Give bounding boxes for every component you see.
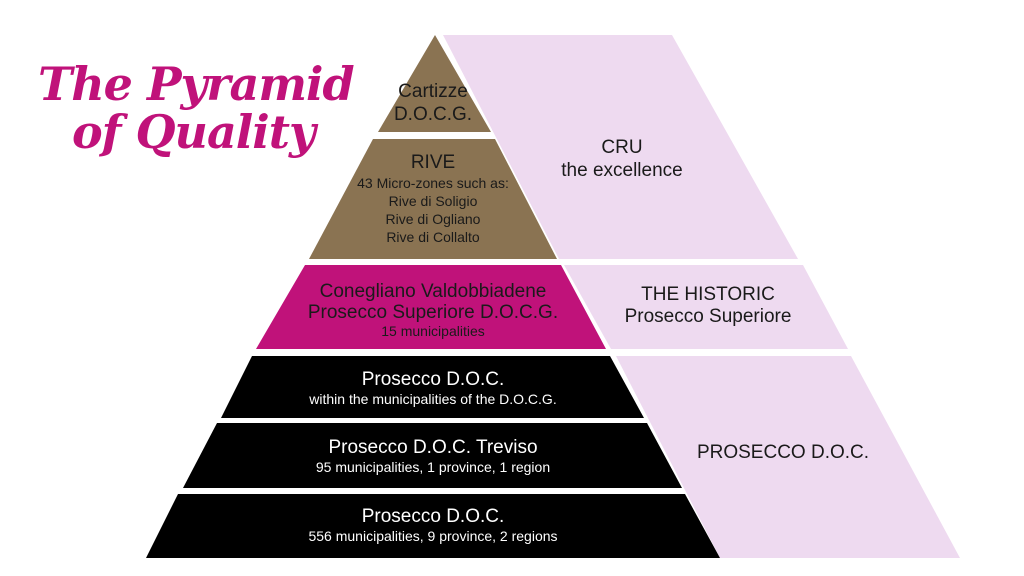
rive-line-1: 43 Micro-zones such as: xyxy=(357,175,509,191)
side-panel-historic xyxy=(564,265,848,349)
docg-line-2: Prosecco Superiore D.O.C.G. xyxy=(308,302,558,323)
doc-side-label: PROSECCO D.O.C. xyxy=(697,442,869,463)
level-docg xyxy=(256,265,606,349)
rive-line-4: Rive di Collalto xyxy=(386,229,480,245)
doc-sub: 556 municipalities, 9 province, 2 region… xyxy=(308,528,557,544)
cartizze-line-2: D.O.C.G. xyxy=(394,104,472,125)
cru-label-line-1: CRU xyxy=(601,137,642,158)
level-doc-docg xyxy=(221,356,644,418)
cru-label-line-2: the excellence xyxy=(561,160,682,181)
doc-docg-sub: within the municipalities of the D.O.C.G… xyxy=(308,391,556,407)
doc-treviso-sub: 95 municipalities, 1 province, 1 region xyxy=(316,459,550,475)
historic-label-line-2: Prosecco Superiore xyxy=(625,306,792,327)
rive-heading: RIVE xyxy=(411,152,455,173)
title-line-1: The Pyramid xyxy=(38,57,355,111)
docg-sub: 15 municipalities xyxy=(381,323,485,339)
doc-heading: Prosecco D.O.C. xyxy=(362,506,505,527)
docg-line-1: Conegliano Valdobbiadene xyxy=(320,281,547,302)
side-panel-cru xyxy=(443,35,798,259)
level-doc-treviso xyxy=(183,423,682,488)
cartizze-line-1: Cartizze xyxy=(398,81,468,102)
title-line-2: of Quality xyxy=(72,105,316,159)
level-cartizze xyxy=(378,35,491,132)
doc-docg-heading: Prosecco D.O.C. xyxy=(362,369,505,390)
doc-treviso-heading: Prosecco D.O.C. Treviso xyxy=(328,437,537,458)
page-title: The Pyramid of Quality xyxy=(38,57,355,159)
rive-line-3: Rive di Ogliano xyxy=(386,211,481,227)
level-doc xyxy=(146,494,720,558)
historic-label-line-1: THE HISTORIC xyxy=(641,284,775,305)
side-panel-doc xyxy=(616,356,960,558)
level-rive xyxy=(309,139,557,259)
rive-line-2: Rive di Soligio xyxy=(389,193,478,209)
